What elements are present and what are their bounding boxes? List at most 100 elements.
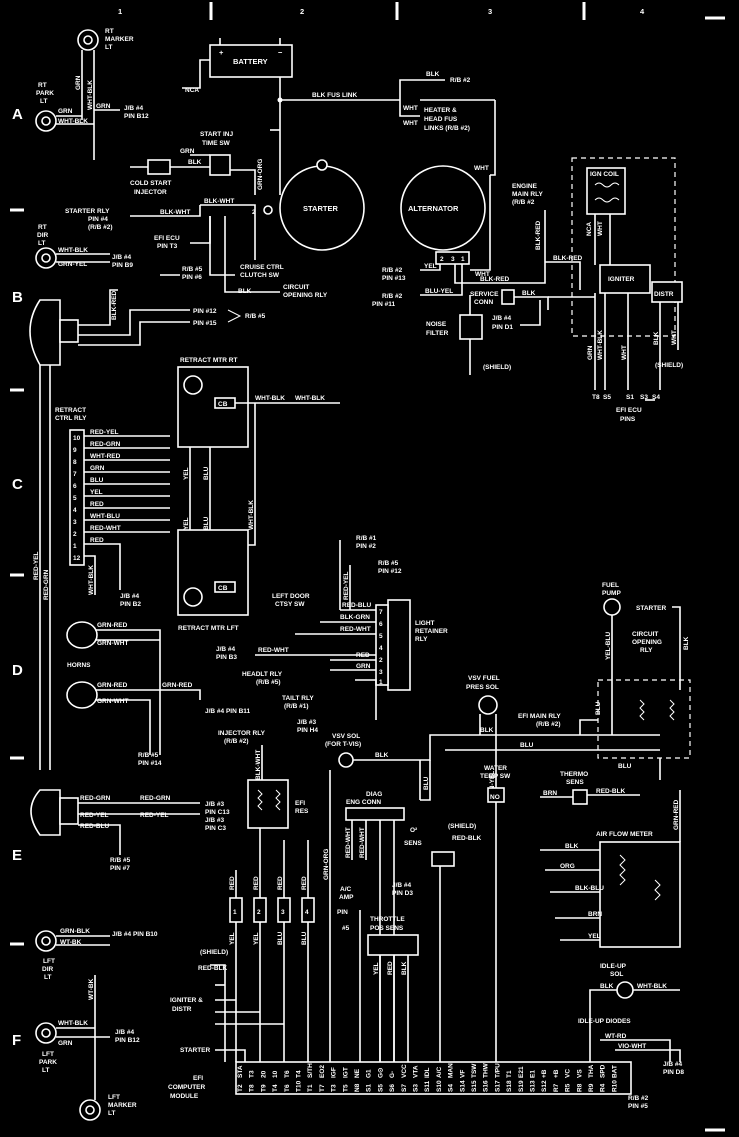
svg-text:GRN: GRN (75, 75, 82, 90)
svg-text:BRN: BRN (588, 911, 602, 918)
svg-text:RED: RED (253, 876, 260, 890)
ecu-pin-name: +B (553, 1069, 560, 1078)
svg-text:J/B #4: J/B #4 (663, 1061, 683, 1068)
svg-text:RED-GRN: RED-GRN (80, 795, 111, 802)
water-temp-sw (487, 787, 505, 803)
svg-text:RED: RED (356, 652, 370, 659)
svg-text:J/B #4 PIN B11: J/B #4 PIN B11 (205, 708, 251, 715)
svg-text:BLU: BLU (423, 776, 430, 790)
svg-text:BLK-WHT: BLK-WHT (255, 750, 262, 780)
svg-text:RED-WHT: RED-WHT (90, 525, 121, 532)
lft-headlight (30, 789, 61, 836)
svg-text:9: 9 (73, 447, 77, 454)
svg-text:GRN-YEL: GRN-YEL (489, 771, 496, 800)
svg-text:2: 2 (73, 531, 77, 538)
svg-text:WHT-BLU: WHT-BLU (90, 513, 120, 520)
efi-computer-module (235, 1061, 632, 1095)
svg-text:LT: LT (44, 974, 51, 981)
row-f: F (12, 1032, 21, 1049)
svg-text:R/B #2: R/B #2 (450, 77, 471, 84)
svg-text:COMPUTER: COMPUTER (168, 1084, 206, 1091)
svg-text:TEMP SW: TEMP SW (480, 773, 511, 780)
svg-text:WHT-BLK: WHT-BLK (58, 1020, 88, 1027)
svg-text:RETAINER: RETAINER (415, 628, 448, 635)
svg-text:PIN D1: PIN D1 (492, 324, 513, 331)
light-retainer-pins: 7 6 5 4 2 3 1 (375, 604, 389, 686)
lft-dir-lamp: LFT DIR LT (35, 930, 57, 981)
svg-text:TAILT RLY: TAILT RLY (282, 695, 314, 702)
svg-text:7: 7 (73, 471, 77, 478)
svg-text:1: 1 (379, 679, 383, 686)
svg-text:SOL: SOL (610, 971, 623, 978)
light-retainer-rly (387, 599, 411, 691)
svg-text:DISTR: DISTR (172, 1006, 192, 1013)
svg-text:RED-YEL: RED-YEL (33, 551, 40, 580)
ign-coil (586, 167, 626, 215)
svg-text:S4: S4 (652, 394, 660, 401)
svg-text:BLK-WHT: BLK-WHT (160, 209, 190, 216)
svg-text:WHT-BLK: WHT-BLK (58, 118, 88, 125)
ecu-pin-number: T2 (237, 1084, 244, 1092)
svg-text:GRN: GRN (180, 148, 195, 155)
svg-text:5: 5 (73, 495, 77, 502)
svg-text:WHT-BLK: WHT-BLK (637, 983, 667, 990)
svg-text:LT: LT (105, 44, 112, 51)
svg-text:EFI: EFI (295, 800, 305, 807)
fuel-pump (603, 598, 621, 616)
svg-text:PIN C13: PIN C13 (205, 809, 230, 816)
row-c: C (12, 476, 23, 493)
svg-text:RLY: RLY (415, 636, 428, 643)
svg-text:DIR: DIR (37, 232, 49, 239)
ecu-pin-number: S4 (448, 1084, 455, 1092)
svg-text:ENGINE: ENGINE (512, 183, 538, 190)
svg-text:3: 3 (379, 669, 383, 676)
svg-text:ORG: ORG (560, 863, 575, 870)
svg-text:WT-RD: WT-RD (605, 1033, 627, 1040)
svg-text:S5: S5 (603, 394, 611, 401)
svg-text:BLU: BLU (595, 701, 602, 715)
vsv-sol (338, 752, 354, 768)
svg-text:YEL: YEL (183, 517, 190, 530)
ecu-pin-number: N8 (354, 1083, 361, 1092)
ecu-pin-name: SPD (600, 1064, 607, 1078)
ecu-pin-name: MAN (448, 1063, 455, 1078)
svg-text:WATER: WATER (484, 765, 507, 772)
svg-text:RED-BLU: RED-BLU (80, 823, 110, 830)
svg-text:BLU: BLU (277, 931, 284, 945)
ecu-pin-number: S5 (377, 1084, 384, 1092)
svg-text:EFI ECU: EFI ECU (616, 407, 642, 414)
svg-text:S3: S3 (640, 394, 648, 401)
ecu-pin-name: +B (541, 1069, 548, 1078)
thermo-sens (572, 789, 588, 805)
svg-text:STARTER: STARTER (180, 1047, 211, 1054)
ecu-pin-number: S15 (471, 1080, 478, 1092)
svg-text:BLU: BLU (90, 477, 104, 484)
svg-text:YEL: YEL (588, 933, 601, 940)
svg-text:INJECTOR: INJECTOR (134, 189, 167, 196)
ecu-pin-number: R9 (588, 1083, 595, 1092)
svg-text:VSV FUEL: VSV FUEL (468, 675, 500, 682)
svg-text:GRN-RED: GRN-RED (162, 682, 193, 689)
vsv-fuel-pres-sol (478, 695, 498, 715)
svg-text:PIN B3: PIN B3 (216, 654, 237, 661)
ecu-pin-number: S14 (459, 1080, 466, 1092)
svg-text:MAIN RLY: MAIN RLY (512, 191, 543, 198)
ecu-pin-number: R7 (553, 1083, 560, 1092)
svg-text:RETRACT: RETRACT (55, 407, 86, 414)
svg-text:2: 2 (379, 657, 383, 664)
svg-text:BLK: BLK (522, 290, 536, 297)
ecu-pin-number: S11 (424, 1080, 431, 1092)
svg-text:WHT: WHT (403, 120, 418, 127)
svg-text:STARTER: STARTER (303, 204, 338, 213)
svg-text:PIN: PIN (337, 909, 348, 916)
svg-text:GRN-ORG: GRN-ORG (323, 849, 330, 880)
svg-text:PIN B9: PIN B9 (112, 262, 133, 269)
svg-text:4: 4 (379, 645, 383, 652)
svg-text:GRN: GRN (96, 103, 111, 110)
svg-text:2: 2 (252, 209, 256, 216)
ecu-pin-number: S19 (518, 1080, 525, 1092)
svg-text:WHT-BLK: WHT-BLK (295, 395, 325, 402)
svg-text:PARK: PARK (39, 1059, 57, 1066)
svg-text:IDLE-UP: IDLE-UP (600, 963, 627, 970)
svg-text:2: 2 (440, 256, 444, 263)
